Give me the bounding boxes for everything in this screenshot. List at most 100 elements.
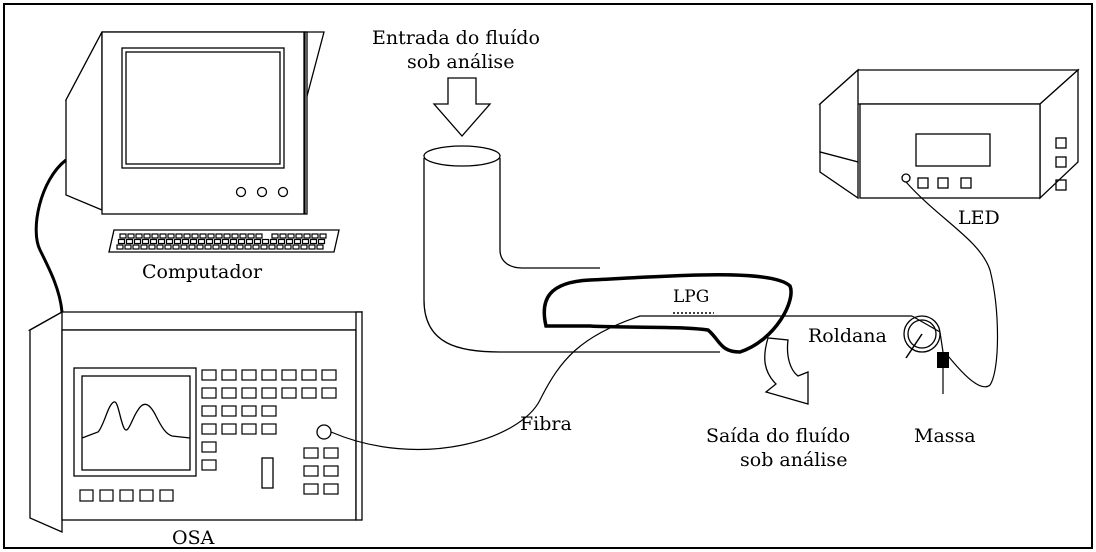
keyboard-key: [223, 233, 231, 239]
keyboard-key: [300, 244, 308, 250]
keyboard-key: [167, 233, 175, 239]
osa-button: [321, 387, 337, 399]
osa-bottom-button: [159, 489, 174, 502]
keyboard-key: [303, 233, 311, 239]
osa-bottom-button: [139, 489, 154, 502]
keyboard-key: [237, 238, 246, 245]
keyboard-key: [293, 238, 302, 245]
osa-button: [261, 369, 277, 381]
osa-button: [221, 405, 237, 417]
keyboard-key: [287, 233, 295, 239]
osa-button: [261, 423, 277, 435]
keyboard-key: [269, 238, 278, 245]
osa-button: [221, 369, 237, 381]
keyboard-key: [165, 238, 174, 245]
osa-button: [323, 465, 339, 477]
osa-bottom-button: [99, 489, 114, 502]
osa-button: [221, 387, 237, 399]
optical-fiber: [330, 315, 912, 451]
keyboard-key: [212, 244, 220, 250]
osa-button: [201, 459, 217, 471]
keyboard-key: [135, 233, 143, 239]
osa-button: [303, 447, 319, 459]
osa-button: [201, 369, 217, 381]
keyboard-key: [180, 244, 188, 250]
keyboard-key: [268, 244, 276, 250]
keyboard-key: [253, 238, 262, 245]
osa-button: [201, 405, 217, 417]
keyboard-key: [276, 244, 284, 250]
keyboard-key: [125, 238, 134, 245]
keyboard-key: [221, 238, 230, 245]
keyboard-key: [239, 233, 247, 239]
diagram-border: [3, 3, 1093, 549]
osa-button: [323, 447, 339, 459]
keyboard-key: [159, 233, 167, 239]
fibra-label: Fibra: [520, 413, 572, 435]
keyboard-key: [311, 233, 319, 239]
osa-button: [321, 369, 337, 381]
keyboard-key: [277, 238, 286, 245]
keyboard-key: [117, 238, 126, 245]
keyboard-key: [148, 244, 156, 250]
keyboard-key: [260, 244, 268, 250]
keyboard-key: [183, 233, 191, 239]
keyboard-key: [231, 233, 239, 239]
keyboard-key: [309, 238, 318, 245]
keyboard-key: [316, 244, 324, 250]
osa-button: [241, 423, 257, 435]
keyboard-key: [119, 233, 127, 239]
osa-button: [301, 369, 317, 381]
keyboard-key: [196, 244, 204, 250]
osa-button: [201, 441, 217, 453]
keyboard-key: [151, 233, 159, 239]
keyboard-key: [133, 238, 142, 245]
osa-button: [241, 369, 257, 381]
outlet-arrow: [764, 337, 809, 405]
keyboard-key: [285, 238, 294, 245]
keyboard-key: [140, 244, 148, 250]
keyboard-key: [244, 244, 252, 250]
keyboard-key: [164, 244, 172, 250]
keyboard: [108, 229, 340, 253]
keyboard-key: [317, 238, 326, 245]
keyboard-key: [261, 238, 270, 245]
inlet-label-line1: Entrada do fluído: [372, 27, 540, 49]
pulley: [903, 315, 944, 359]
osa-button: [201, 423, 217, 435]
keyboard-key: [301, 238, 310, 245]
keyboard-key: [319, 233, 327, 239]
keyboard-key: [175, 233, 183, 239]
roldana-label: Roldana: [808, 325, 887, 347]
osa-button: [281, 387, 297, 399]
keyboard-key: [172, 244, 180, 250]
osa-label: OSA: [172, 527, 215, 549]
inlet-arrow: [432, 77, 492, 137]
led-source: [818, 68, 1080, 200]
keyboard-key: [279, 233, 287, 239]
keyboard-key: [197, 238, 206, 245]
keyboard-key: [199, 233, 207, 239]
keyboard-key: [213, 238, 222, 245]
keyboard-key: [157, 238, 166, 245]
keyboard-key: [156, 244, 164, 250]
computer-label: Computador: [142, 261, 263, 283]
keyboard-key: [255, 233, 263, 239]
led-label: LED: [958, 207, 1000, 229]
inlet-label-line2: sob análise: [407, 51, 514, 73]
keyboard-key: [116, 244, 124, 250]
keyboard-key: [181, 238, 190, 245]
keyboard-key: [141, 238, 150, 245]
osa-button: [303, 465, 319, 477]
keyboard-key: [189, 238, 198, 245]
keyboard-key: [205, 238, 214, 245]
osa-button: [303, 483, 319, 495]
keyboard-key: [204, 244, 212, 250]
keyboard-key: [308, 244, 316, 250]
osa-bottom-button: [79, 489, 94, 502]
osa-button: [201, 387, 217, 399]
osa-button: [241, 387, 257, 399]
keyboard-key: [220, 244, 228, 250]
